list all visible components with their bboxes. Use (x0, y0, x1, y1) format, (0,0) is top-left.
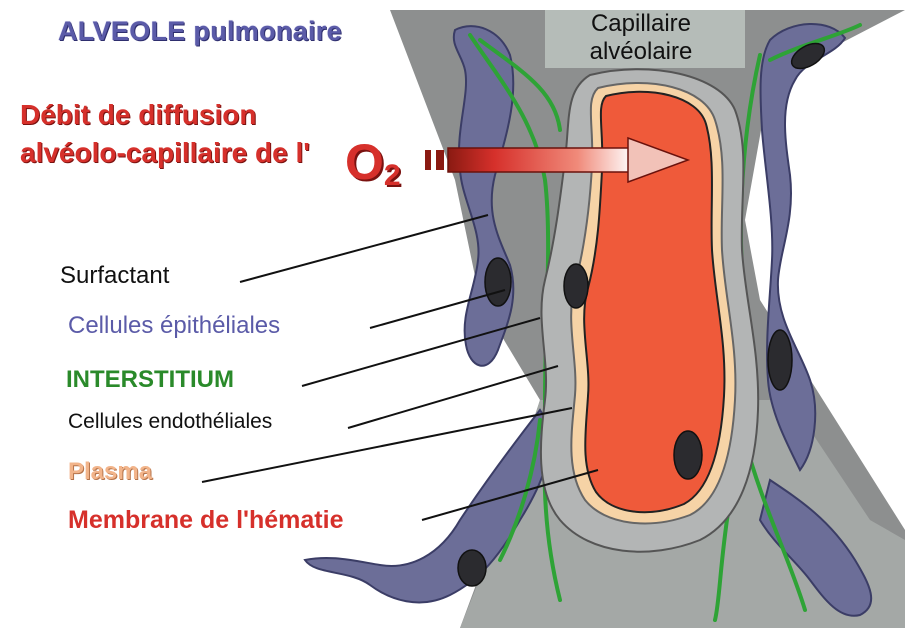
oxygen-symbol: O2 (345, 133, 401, 193)
oxygen-subscript: 2 (384, 159, 401, 192)
diffusion-label: Débit de diffusion alvéolo-capillaire de… (20, 96, 310, 172)
label-interstitium: INTERSTITIUM (66, 366, 234, 394)
diagram-title: ALVEOLE pulmonaire (58, 16, 342, 47)
pointer-surfactant (240, 215, 488, 282)
diffusion-line-2: alvéolo-capillaire de l' (20, 134, 310, 172)
label-epithelial-cells: Cellules épithéliales (68, 312, 280, 340)
oxygen-letter: O (345, 134, 384, 190)
label-endothelial-cells: Cellules endothéliales (68, 410, 272, 434)
epithelial-layer-right (760, 24, 845, 470)
pointer-endothelial (348, 366, 558, 428)
pointer-interstitium (302, 318, 540, 386)
label-plasma: Plasma (68, 458, 152, 486)
label-surfactant: Surfactant (60, 262, 169, 290)
label-red-cell-membrane: Membrane de l'hématie (68, 506, 343, 535)
diffusion-line-1: Débit de diffusion (20, 96, 310, 134)
capillary-label: Capillaire alvéolaire (566, 10, 716, 66)
